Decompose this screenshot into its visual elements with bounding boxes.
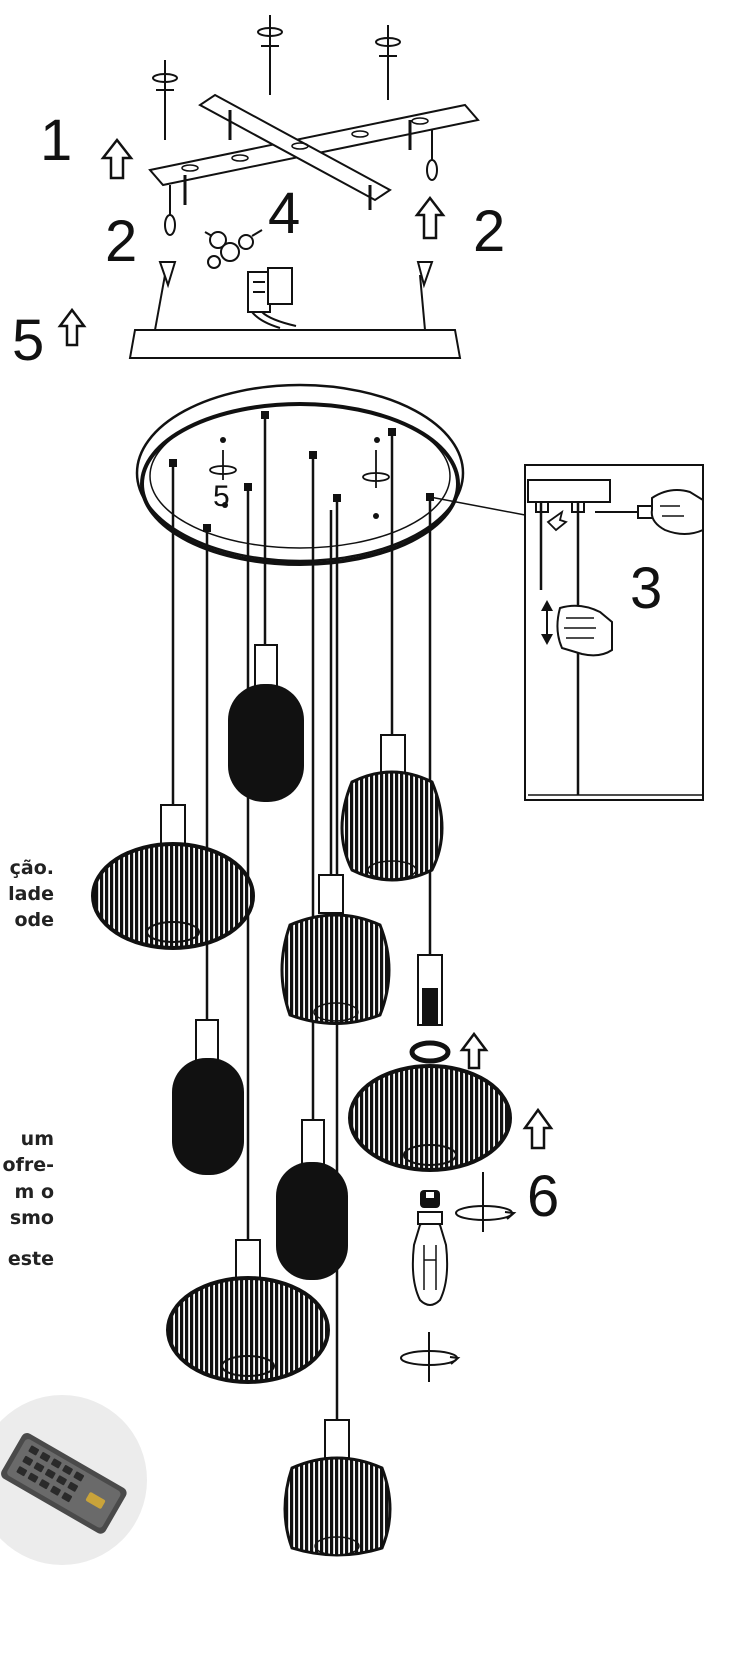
pendant-shade-dome-2	[166, 1239, 330, 1384]
step-label-5-left: 5	[12, 308, 45, 373]
hanging-hooks	[164, 130, 438, 236]
text-fragment-a3: ode	[14, 909, 54, 931]
step-label-2-right: 2	[473, 199, 506, 264]
light-bulb	[411, 1211, 449, 1306]
text-fragment-b4: smo	[9, 1207, 54, 1229]
pendant-shade-capsule-2	[172, 1019, 244, 1175]
step-label-2-left: 2	[105, 209, 138, 274]
pendant-shade-barrel-3	[283, 1419, 392, 1557]
retaining-ring	[409, 1040, 451, 1064]
step-label-3: 3	[630, 556, 663, 621]
pendant-shade-exploded	[348, 1064, 512, 1172]
mounting-bracket	[148, 93, 480, 210]
wall-anchors	[152, 15, 401, 140]
rotate-icons	[400, 1172, 517, 1382]
text-fragment-a2: lade	[8, 883, 54, 905]
step-label-6: 6	[527, 1164, 560, 1229]
text-fragment-b3: m o	[14, 1181, 54, 1203]
height-adjust-detail	[524, 464, 704, 801]
terminal-block	[247, 267, 297, 329]
pendant-shade-capsule-3	[276, 1119, 348, 1280]
detail-leader-line	[429, 496, 526, 516]
round-canopy	[135, 383, 465, 566]
pendant-shade-barrel-2	[280, 874, 391, 1025]
step-label-4: 4	[268, 181, 301, 246]
up-arrows-assembly	[459, 1031, 554, 1150]
up-arrows-top	[57, 137, 446, 347]
text-fragment-b1: um	[20, 1128, 54, 1150]
step-label-5-canopy: 5	[213, 480, 230, 513]
canopy-plate	[128, 261, 462, 359]
pendant-shade-dome-1	[91, 804, 255, 950]
remote-control-photo	[0, 1395, 147, 1565]
step-label-1: 1	[40, 108, 73, 173]
pendant-shade-barrel-1	[340, 734, 444, 882]
pendant-shade-capsule-1	[228, 644, 304, 802]
text-fragment-b5: este	[7, 1248, 54, 1270]
text-fragment-a1: ção.	[9, 857, 54, 879]
cord-anchors	[169, 411, 434, 532]
text-fragment-b2: ofre-	[2, 1154, 54, 1176]
socket-cap	[420, 1190, 440, 1208]
wire-connectors	[204, 229, 263, 269]
lamp-holder	[417, 954, 443, 1026]
